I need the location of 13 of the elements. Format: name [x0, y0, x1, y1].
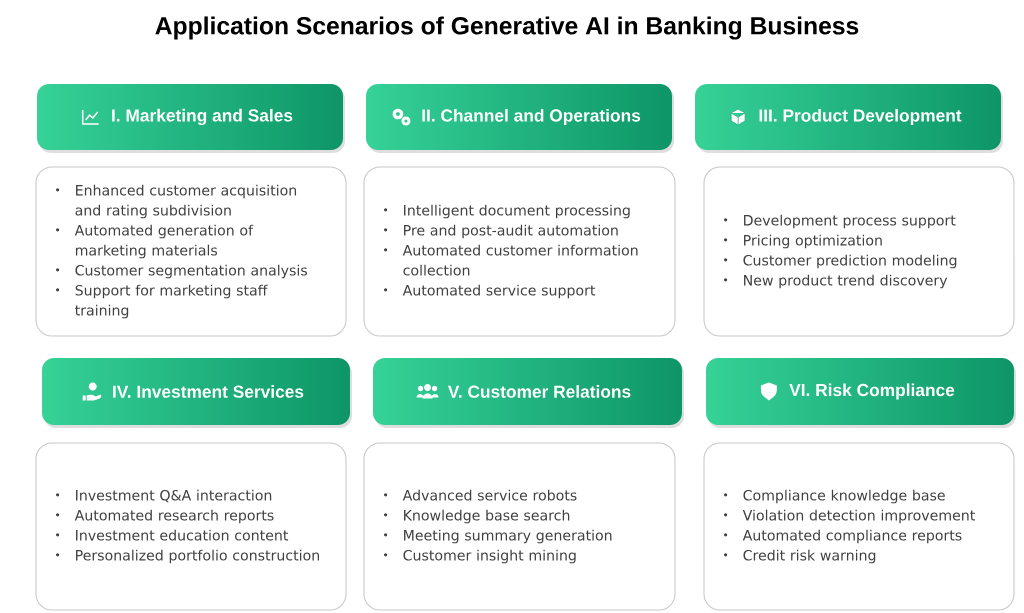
bullet-card: Investment Q&A interaction Automated research reports Investment education content Personalized portfolio construction: [35, 442, 347, 611]
bullet-card: Advanced service robots Knowledge base search Meeting summary generation Customer insight mining: [363, 442, 676, 611]
title: Application Scenarios of Generative AI in Banking Business: [155, 16, 859, 40]
header-box: VI. Risk Compliance: [706, 358, 1016, 428]
header-box: I. Marketing and Sales: [37, 84, 345, 153]
bullet-card: Intelligent document processing Pre and post-audit automation Automated customer information collection Automated service support: [363, 166, 676, 337]
header-box: IV. Investment Services: [42, 358, 352, 428]
header-box: III. Product Development: [695, 84, 1003, 153]
header-box: II. Channel and Operations: [366, 84, 674, 153]
bullet-card: Development process support Pricing optimization Customer prediction modeling New product trend discovery: [703, 166, 1015, 337]
bullet-card: Enhanced customer acquisition and rating subdivision Automated generation of marketing materials Customer segmentation analysis Support for marketing staff training: [35, 166, 347, 337]
header-box: V. Customer Relations: [373, 358, 684, 428]
bullet-card: Compliance knowledge base Violation detection improvement Automated compliance reports Credit risk warning: [703, 442, 1015, 611]
